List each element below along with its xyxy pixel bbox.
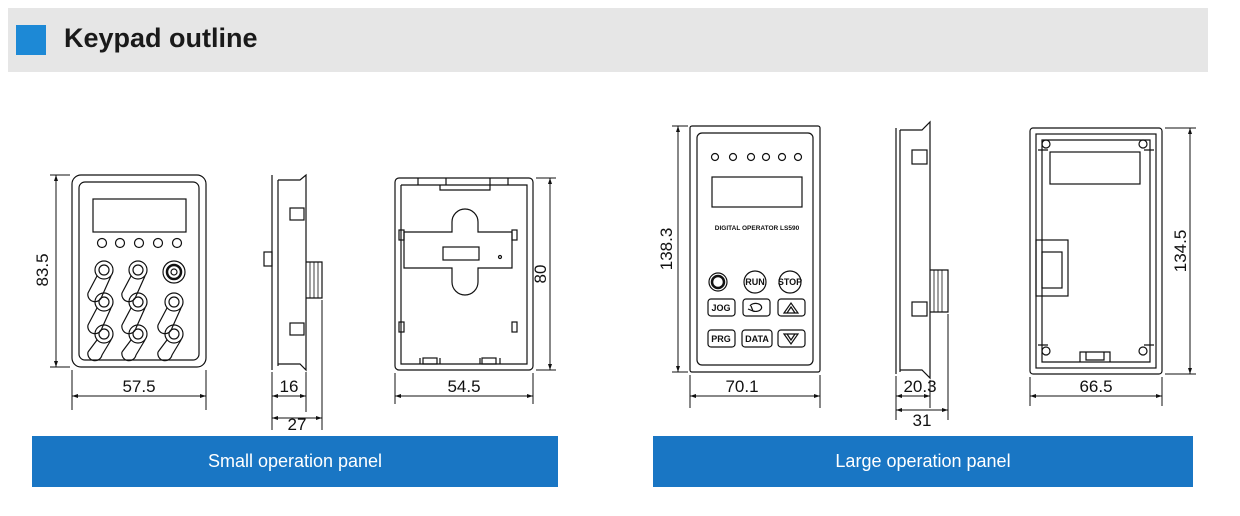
operator-label: DIGITAL OPERATOR LS590: [715, 225, 800, 232]
large-depth-front-label: 20.3: [903, 377, 936, 396]
jog-key-label: JOG: [711, 303, 730, 313]
section-marker: [16, 25, 46, 55]
data-key-label: DATA: [745, 334, 769, 344]
large-panel-indicator-leds: [710, 152, 803, 162]
small-width-label: 57.5: [122, 377, 155, 396]
small-back-width-label: 54.5: [447, 377, 480, 396]
small-depth-front-label: 16: [280, 377, 299, 396]
small-back-height-label: 80: [531, 265, 550, 284]
section-header: Keypad outline: [8, 8, 1208, 72]
small-depth-total-label: 27: [288, 415, 307, 434]
small-panel-side-view: [263, 173, 323, 430]
large-back-width-label: 66.5: [1079, 377, 1112, 396]
small-panel-caption: Small operation panel: [32, 436, 558, 487]
page-title: Keypad outline: [64, 23, 258, 53]
run-key-label: RUN: [745, 277, 765, 287]
large-panel-side-view: [895, 120, 949, 420]
prg-key-label: PRG: [711, 334, 731, 344]
small-panel-front-view: [50, 174, 207, 410]
large-width-label: 70.1: [725, 377, 758, 396]
large-panel-caption: Large operation panel: [653, 436, 1193, 487]
small-panel-keys: [87, 260, 186, 362]
stop-key-label: STOP: [778, 277, 802, 287]
small-panel-indicator-leds: [96, 237, 183, 249]
small-panel-back-view: [394, 177, 556, 404]
large-depth-total-label: 31: [913, 411, 932, 430]
small-height-label: 83.5: [33, 253, 52, 286]
large-panel-front-view: [672, 125, 821, 408]
dimension-arrows: [54, 126, 1192, 420]
large-height-label: 138.3: [657, 228, 676, 271]
large-panel-back-view: [1029, 127, 1196, 406]
large-back-height-label: 134.5: [1171, 230, 1190, 273]
